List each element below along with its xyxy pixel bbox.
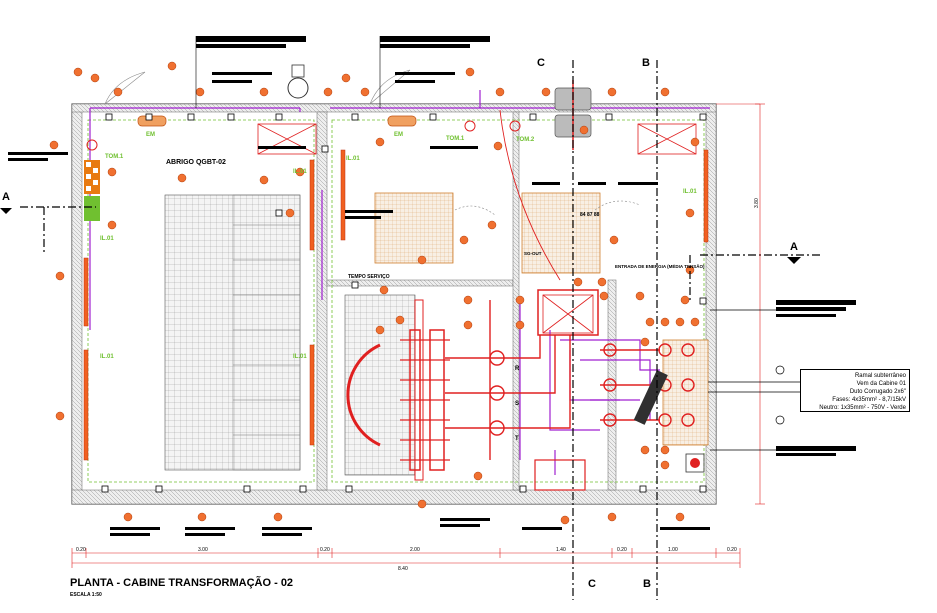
conduit-routes <box>89 90 710 475</box>
il01-label-3: IL.01 <box>293 169 307 175</box>
tom2-label: TOM.2 <box>516 137 535 143</box>
cable-pit-1 <box>374 192 454 264</box>
dim-label: 3.00 <box>198 547 208 553</box>
left-devices <box>84 64 705 473</box>
legend-line: Duto Corrugado 2x6" <box>849 389 906 395</box>
dim-label: 0.20 <box>320 547 330 553</box>
legend-line: Fases: 4x35mm² - 8,7/15kV <box>832 397 906 403</box>
em-label-left: EM <box>146 132 155 138</box>
dim-label-right: 3.80 <box>754 198 760 208</box>
transformer <box>346 299 450 481</box>
drawing-title: PLANTA - CABINE TRANSFORMAÇÃO - 02 <box>70 577 294 589</box>
il01-label-4: IL.01 <box>293 354 307 360</box>
dim-label: 1.40 <box>556 547 566 553</box>
cable-legend-box: Ramal subterrâneo Vem da Cabine 01 Duto … <box>800 369 910 412</box>
tom1-label-mid: TOM.1 <box>446 136 465 142</box>
sg-values-label: 84 87 88 <box>580 212 600 218</box>
section-marker-c-top: C <box>537 57 545 69</box>
tom1-label-left: TOM.1 <box>105 154 124 160</box>
section-marker-a-right: A <box>790 241 798 253</box>
tempo-servico-label: TEMPO SERVIÇO <box>348 274 390 280</box>
dim-label: 0.20 <box>727 547 737 553</box>
section-arrows <box>0 208 801 264</box>
drawing-scale-note: ESCALA 1:50 <box>70 592 102 598</box>
dim-label: 2.00 <box>410 547 420 553</box>
il01-label-1: IL.01 <box>100 236 114 242</box>
cable-pit-2 <box>521 192 601 274</box>
cable-pit-3 <box>662 339 709 446</box>
section-marker-b-bottom: B <box>643 578 651 590</box>
callout-bubbles <box>49 61 700 525</box>
floor-slabs <box>232 194 301 471</box>
floor-grating-large <box>164 194 301 471</box>
dim-label: 0.20 <box>76 547 86 553</box>
phase-r-label: R <box>515 366 520 372</box>
legend-line: Neutro: 1x35mm² - 750V - Verde <box>819 405 906 411</box>
legend-line: Vem da Cabine 01 <box>856 381 906 387</box>
entrada-energia-label: ENTRADA DE ENERGIA (MÉDIA TENSÃO) <box>615 262 705 269</box>
wall-panels <box>83 149 709 461</box>
section-marker-b-top: B <box>642 57 650 69</box>
il01-label-2: IL.01 <box>100 354 114 360</box>
il01-label-6: IL.01 <box>683 189 697 195</box>
dim-label: 0.20 <box>617 547 627 553</box>
phase-s-label: S <box>515 401 519 407</box>
em-label-mid: EM <box>394 132 403 138</box>
section-marker-a-left: A <box>2 191 10 203</box>
dimension-lines <box>71 103 765 568</box>
annotation-blocks <box>8 36 856 536</box>
sg-tag-label: SG-OUT <box>524 251 542 256</box>
dimension-labels: 0.20 3.00 0.20 2.00 1.40 0.20 1.00 0.20 … <box>76 198 760 572</box>
transformer-pad-grid <box>344 294 416 476</box>
legend-line: Ramal subterrâneo <box>854 373 906 379</box>
phase-t-label: T <box>515 436 519 442</box>
dim-label: 1.00 <box>668 547 678 553</box>
legend-leader <box>708 309 800 451</box>
il01-label-5: IL.01 <box>346 156 360 162</box>
section-marker-c-bottom: C <box>588 578 596 590</box>
room-label: ABRIGO QGBT-02 <box>166 159 226 166</box>
switchgear-cabinet <box>534 289 668 491</box>
outlets <box>101 113 707 493</box>
dim-label-total: 8.40 <box>398 566 408 572</box>
cable-routes <box>445 109 660 460</box>
door-swings <box>104 69 641 216</box>
